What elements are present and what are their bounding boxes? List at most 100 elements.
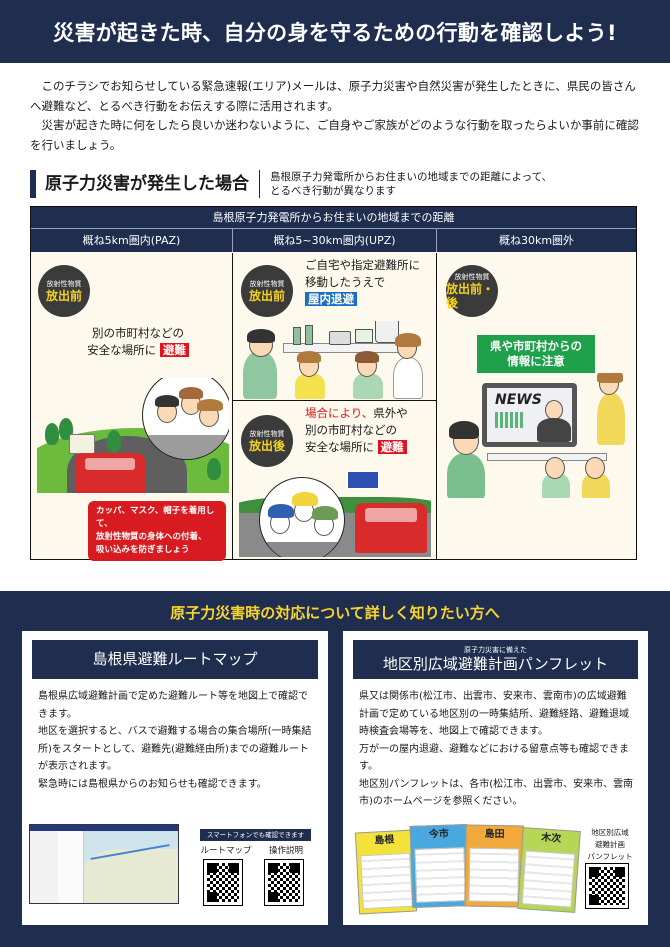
paz-cell: 放射性物質 放出前 別の市町村などの 安全な場所に 避難 (31, 253, 233, 561)
route-map-card: 島根県避難ルートマップ 島根県広域避難計画で定めた避難ルート等を地図上で確認でき… (22, 631, 328, 925)
instruction-line: 別の市町村などの (305, 423, 397, 437)
top-banner: 災害が起きた時、自分の身を守るための行動を確認しよう! (0, 0, 670, 63)
pamphlet-thumbnail: 島田 (464, 824, 524, 908)
card-subtitle: 原子力災害に備えた (464, 645, 527, 654)
column-header-upz: 概ね5~30km圏内(UPZ) (233, 229, 437, 252)
instruction-line: 移動したうえで (305, 275, 386, 289)
pamphlet-qr-code[interactable] (585, 863, 629, 909)
table-header: 島根原子力発電所からお住まいの地域までの距離 (31, 207, 636, 229)
pamphlet-name: 今市 (428, 828, 450, 841)
shelter-in-place-tag: 屋内退避 (305, 292, 357, 306)
card-title: 地区別広域避難計画パンフレット (382, 654, 609, 673)
badge-status: 放出前・後 (446, 281, 495, 310)
upz-before-release: 放射性物質 放出前 ご自宅や指定避難所に 移動したうえで 屋内退避 (233, 253, 436, 401)
label-line: パンフレット (587, 852, 633, 861)
instruction-line: 安全な場所に (305, 440, 374, 454)
card-title: 島根県避難ルートマップ (92, 650, 258, 668)
route-map-qr-code[interactable] (203, 859, 243, 906)
tv-icon: NEWS (482, 383, 577, 447)
notice-line: 情報に注意 (507, 354, 565, 368)
masked-family-bubble (259, 477, 345, 557)
pamphlet-thumbnail: 木次 (517, 827, 581, 913)
label-line: 地区別広域 (591, 828, 629, 837)
upz-after-instruction: 場合により、県外や 別の市町村などの 安全な場所に 避難 (305, 405, 408, 456)
pamphlet-card-title: 原子力災害に備えた 地区別広域避難計画パンフレット (353, 640, 638, 679)
description-paragraph: 島根県広域避難計画で定めた避難ルート等を地図上で確認できます。 (38, 691, 308, 720)
evacuate-tag: 避難 (159, 343, 189, 357)
instruction-line: 別の市町村などの (92, 326, 184, 340)
badge-label: 放射性物質 (454, 272, 490, 281)
smartphone-label: スマートフォンでも確認できます (200, 829, 311, 841)
family-sheltering-illustration (243, 321, 428, 399)
release-status-badge: 放射性物質 放出後 (241, 415, 293, 467)
pamphlet-qr-label: 地区別広域 避難計画 パンフレット (579, 827, 641, 863)
release-status-badge: 放射性物質 放出前・後 (446, 265, 498, 317)
family-watching-news-illustration: NEWS (447, 373, 637, 498)
info-notice: 県や市町村からの 情報に注意 (477, 335, 595, 373)
column-header-outside: 概ね30km圏外 (498, 234, 575, 247)
callout-line: カッパ、マスク、帽子を着用して、 (96, 506, 215, 529)
pamphlet-thumbnail: 今市 (409, 824, 471, 908)
pamphlet-thumbnail: 島根 (354, 829, 418, 915)
description-paragraph: 万が一の屋内退避、避難などにおける留意点等も確認できます。 (359, 743, 629, 773)
intro-paragraph: 災害が起きた時に何をしたら良いか迷わないように、ご自身やご家族がどのような行動を… (30, 118, 639, 152)
car-icon (355, 503, 427, 553)
description-paragraph: 緊急時には島根県からのお知らせも確認できます。 (38, 778, 267, 790)
badge-status: 放出後 (248, 438, 285, 453)
column-header-paz: 概ね5km圏内(PAZ) (31, 229, 233, 252)
label-line: 避難計画 (595, 840, 625, 849)
more-info-section: 原子力災害時の対応について詳しく知りたい方へ 島根県避難ルートマップ 島根県広域… (0, 591, 670, 947)
table-body: 放射性物質 放出前 別の市町村などの 安全な場所に 避難 (31, 253, 636, 561)
pamphlet-card: 原子力災害に備えた 地区別広域避難計画パンフレット 県又は関係市(松江市、出雲市… (343, 631, 648, 925)
heading-accent-bar (30, 170, 36, 198)
badge-label: 放射性物質 (46, 279, 82, 288)
upz-after-release: 放射性物質 放出後 場合により、県外や 別の市町村などの 安全な場所に 避難 (233, 401, 436, 559)
instructions-qr-code[interactable] (264, 859, 304, 906)
car-evacuation-illustration (37, 378, 229, 493)
distance-action-table: 島根原子力発電所からお住まいの地域までの距離 概ね5km圏内(PAZ) 概ね5~… (30, 206, 637, 561)
upz-before-instruction: ご自宅や指定避難所に 移動したうえで 屋内退避 (305, 257, 420, 308)
intro-text: このチラシでお知らせしている緊急速報(エリア)メールは、原子力災害や自然災害が発… (30, 77, 645, 155)
upz-cell: 放射性物質 放出前 ご自宅や指定避難所に 移動したうえで 屋内退避 (233, 253, 437, 559)
route-map-card-title: 島根県避難ルートマップ (32, 640, 318, 679)
protective-gear-callout: カッパ、マスク、帽子を着用して、 放射性物質の身体への付着、 吸い込みを防ぎまし… (88, 501, 226, 561)
news-label: NEWS (495, 392, 542, 408)
more-info-heading: 原子力災害時の対応について詳しく知りたい方へ (170, 604, 500, 622)
release-status-badge: 放射性物質 放出前 (241, 265, 293, 317)
description-line: とるべき行動が異なります (270, 185, 396, 197)
badge-status: 放出前 (248, 288, 285, 303)
masked-family-car-illustration (239, 469, 431, 557)
badge-status: 放出前 (45, 288, 82, 303)
instruction-line: 安全な場所に (87, 343, 157, 357)
instruction-line: ご自宅や指定避難所に (305, 258, 420, 272)
callout-line: 放射性物質の身体への付着、 (96, 532, 207, 542)
release-status-badge: 放射性物質 放出前 (38, 265, 90, 317)
section-title: 原子力災害が発生した場合 (45, 170, 260, 198)
paz-instruction: 別の市町村などの 安全な場所に 避難 (73, 325, 203, 359)
description-line: 島根原子力発電所からお住まいの地域までの距離によって、 (270, 171, 553, 183)
qr-label-route-map: ルートマップ (200, 846, 252, 856)
callout-line: 吸い込みを防ぎましょう (96, 545, 190, 555)
outside-30km-cell: 放射性物質 放出前・後 県や市町村からの 情報に注意 NEWS (437, 253, 636, 559)
intro-paragraph: このチラシでお知らせしている緊急速報(エリア)メールは、原子力災害や自然災害が発… (30, 79, 636, 113)
pamphlet-name: 島田 (484, 828, 505, 841)
instruction-line: 県外や (373, 406, 408, 420)
notice-line: 県や市町村からの (490, 339, 582, 353)
nuclear-section-heading: 原子力災害が発生した場合 島根原子力発電所からお住まいの地域までの距離によって、… (30, 170, 552, 198)
table-column-headers: 概ね5km圏内(PAZ) 概ね5~30km圏内(UPZ) 概ね30km圏外 (31, 229, 636, 252)
route-map-screenshot (29, 824, 179, 904)
car-icon (75, 453, 145, 493)
section-description: 島根原子力発電所からお住まいの地域までの距離によって、 とるべき行動が異なります (260, 170, 552, 198)
conditional-note: 場合により、 (305, 406, 374, 420)
pamphlet-name: 木次 (540, 832, 562, 845)
pamphlet-description: 県又は関係市(松江市、出雲市、安来市、雲南市)の広域避難計画で定めている地区別の… (359, 688, 636, 811)
pamphlet-name: 島根 (374, 834, 395, 847)
description-paragraph: 県又は関係市(松江市、出雲市、安来市、雲南市)の広域避難計画で定めている地区別の… (359, 691, 629, 737)
qr-label-instructions: 操作説明 (268, 846, 303, 856)
route-map-description: 島根県広域避難計画で定めた避難ルート等を地図上で確認できます。 地区を選択すると… (38, 688, 316, 793)
evacuate-tag: 避難 (377, 440, 407, 454)
page-title: 災害が起きた時、自分の身を守るための行動を確認しよう! (53, 20, 617, 45)
description-paragraph: 地区別パンフレットは、各市(松江市、出雲市、安来市、雲南市)のホームページを参照… (359, 778, 634, 808)
badge-label: 放射性物質 (249, 429, 285, 438)
badge-label: 放射性物質 (249, 279, 285, 288)
